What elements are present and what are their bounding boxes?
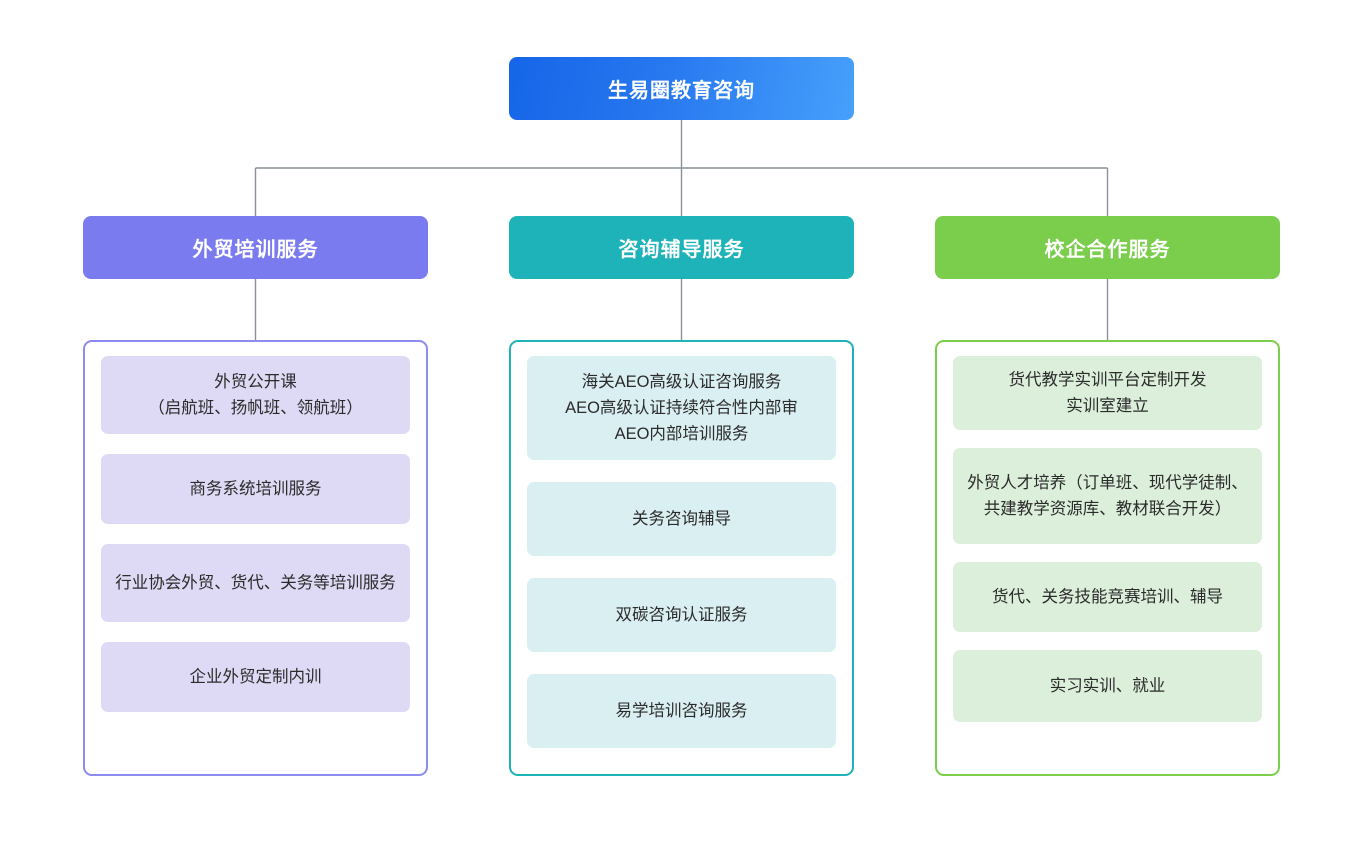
leaf-group-school-enterprise-cooperation: 货代教学实训平台定制开发 实训室建立 外贸人才培养（订单班、现代学徒制、共建教学…: [935, 340, 1280, 776]
category-header-foreign-trade-training[interactable]: 外贸培训服务: [83, 216, 428, 279]
leaf-item-label: 行业协会外贸、货代、关务等培训服务: [115, 574, 396, 592]
root-node[interactable]: 生易圈教育咨询: [509, 57, 854, 120]
leaf-item[interactable]: 货代教学实训平台定制开发 实训室建立: [953, 356, 1262, 430]
leaf-item[interactable]: 双碳咨询认证服务: [527, 578, 836, 652]
leaf-item[interactable]: 行业协会外贸、货代、关务等培训服务: [101, 544, 410, 622]
root-node-label: 生易圈教育咨询: [608, 80, 755, 102]
branch-school-enterprise-cooperation: 校企合作服务 货代教学实训平台定制开发 实训室建立 外贸人才培养（订单班、现代学…: [935, 216, 1280, 776]
category-header-label: 外贸培训服务: [192, 239, 319, 261]
leaf-item[interactable]: 外贸公开课 （启航班、扬帆班、领航班）: [101, 356, 410, 434]
leaf-item[interactable]: 实习实训、就业: [953, 650, 1262, 722]
category-header-label: 咨询辅导服务: [618, 239, 745, 261]
leaf-item[interactable]: 货代、关务技能竞赛培训、辅导: [953, 562, 1262, 632]
branch-foreign-trade-training: 外贸培训服务 外贸公开课 （启航班、扬帆班、领航班） 商务系统培训服务 行业协会…: [83, 216, 428, 776]
leaf-item-label: 外贸公开课 （启航班、扬帆班、领航班）: [148, 373, 363, 417]
leaf-item[interactable]: 外贸人才培养（订单班、现代学徒制、共建教学资源库、教材联合开发）: [953, 448, 1262, 544]
leaf-item-label: 关务咨询辅导: [632, 510, 731, 528]
leaf-item[interactable]: 海关AEO高级认证咨询服务 AEO高级认证持续符合性内部审 AEO内部培训服务: [527, 356, 836, 460]
leaf-item-label: 双碳咨询认证服务: [615, 606, 748, 624]
leaf-item-label: 企业外贸定制内训: [189, 668, 322, 686]
category-header-consulting-tutoring[interactable]: 咨询辅导服务: [509, 216, 854, 279]
leaf-item-label: 海关AEO高级认证咨询服务 AEO高级认证持续符合性内部审 AEO内部培训服务: [565, 373, 798, 443]
branch-consulting-tutoring: 咨询辅导服务 海关AEO高级认证咨询服务 AEO高级认证持续符合性内部审 AEO…: [509, 216, 854, 776]
category-header-label: 校企合作服务: [1044, 239, 1171, 261]
leaf-item-label: 货代教学实训平台定制开发 实训室建立: [1008, 371, 1207, 415]
leaf-item-label: 易学培训咨询服务: [615, 702, 748, 720]
leaf-item-label: 外贸人才培养（订单班、现代学徒制、共建教学资源库、教材联合开发）: [967, 474, 1248, 518]
leaf-group-foreign-trade-training: 外贸公开课 （启航班、扬帆班、领航班） 商务系统培训服务 行业协会外贸、货代、关…: [83, 340, 428, 776]
leaf-item[interactable]: 企业外贸定制内训: [101, 642, 410, 712]
leaf-group-consulting-tutoring: 海关AEO高级认证咨询服务 AEO高级认证持续符合性内部审 AEO内部培训服务 …: [509, 340, 854, 776]
leaf-item-label: 商务系统培训服务: [189, 480, 322, 498]
leaf-item[interactable]: 易学培训咨询服务: [527, 674, 836, 748]
leaf-item[interactable]: 商务系统培训服务: [101, 454, 410, 524]
leaf-item-label: 实习实训、就业: [1049, 677, 1166, 695]
category-header-school-enterprise-cooperation[interactable]: 校企合作服务: [935, 216, 1280, 279]
leaf-item-label: 货代、关务技能竞赛培训、辅导: [992, 588, 1223, 606]
leaf-item[interactable]: 关务咨询辅导: [527, 482, 836, 556]
